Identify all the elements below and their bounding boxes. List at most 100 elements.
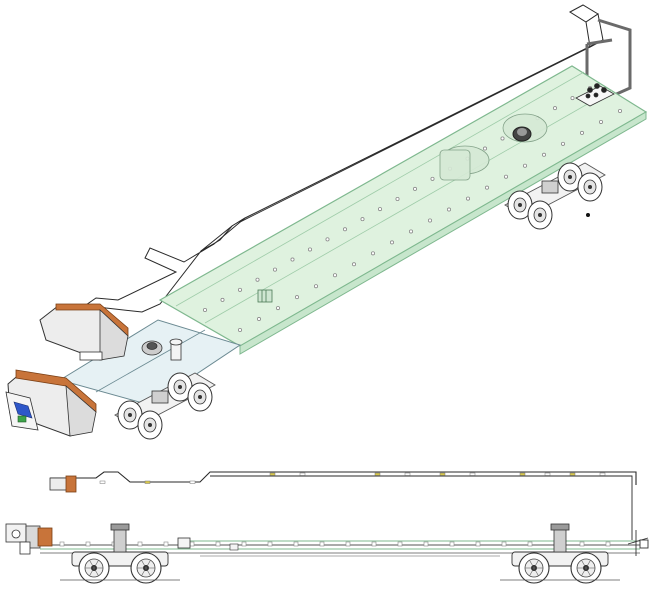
chord-marker xyxy=(299,472,306,476)
underframe-bolt xyxy=(137,541,143,547)
rivet xyxy=(412,186,417,191)
wheel-spoke xyxy=(145,560,151,569)
near-bogie xyxy=(114,372,216,440)
chord-marker xyxy=(189,480,196,484)
lower-buffer-block xyxy=(5,369,97,437)
axle xyxy=(588,185,592,189)
mid-junction-box xyxy=(257,289,273,303)
stray-point xyxy=(586,213,590,217)
wheel-spoke xyxy=(141,567,147,576)
rivet xyxy=(482,146,487,151)
side-bracket xyxy=(229,543,239,551)
underframe-bolt xyxy=(59,541,65,547)
underframe-bolt xyxy=(293,541,299,547)
rivet xyxy=(503,174,508,179)
underframe-bolt xyxy=(189,541,195,547)
underframe-bolt xyxy=(345,541,351,547)
upper-buffer-block xyxy=(39,303,129,361)
wheel-spoke xyxy=(581,567,587,576)
rivet xyxy=(580,130,585,135)
chord-marker xyxy=(544,472,551,476)
axle xyxy=(148,423,152,427)
deck-plate-center-line xyxy=(204,89,613,324)
axle xyxy=(178,385,182,389)
axle xyxy=(518,203,522,207)
underframe-bolt xyxy=(475,541,481,547)
rivet xyxy=(553,106,558,111)
rivet xyxy=(561,141,566,146)
near-pivot-post xyxy=(141,338,183,361)
side-lower-buffer xyxy=(5,523,53,555)
wheel-spoke xyxy=(533,567,539,576)
rivet xyxy=(542,152,547,157)
wheel-spoke xyxy=(93,560,99,569)
rivet xyxy=(446,207,451,212)
chord-marker xyxy=(404,472,411,476)
chord-marker xyxy=(269,472,276,476)
underframe-bolt xyxy=(501,541,507,547)
side-elevation-view xyxy=(5,471,649,584)
rivet xyxy=(342,227,347,232)
wheel-spoke xyxy=(141,560,147,569)
chord-marker xyxy=(519,472,526,476)
rivet xyxy=(272,267,277,272)
rivet xyxy=(237,327,242,332)
wheel-spoke xyxy=(529,567,535,576)
underframe-bolt xyxy=(397,541,403,547)
rivet xyxy=(377,207,382,212)
underframe-bolt xyxy=(371,541,377,547)
axle xyxy=(538,213,542,217)
rivet xyxy=(408,229,413,234)
underframe-details xyxy=(59,537,611,551)
wheel-spoke xyxy=(533,560,539,569)
chord-marker xyxy=(374,472,381,476)
chord-marker xyxy=(439,472,446,476)
underframe-bolt xyxy=(605,541,611,547)
rivet xyxy=(294,295,299,300)
pivot-spring xyxy=(113,527,127,553)
rivet xyxy=(500,136,505,141)
underframe-bolt xyxy=(579,541,585,547)
pivot-cap xyxy=(110,523,130,531)
underframe-bolt xyxy=(241,541,247,547)
underframe-bolt xyxy=(85,541,91,547)
side-bogie-right xyxy=(500,523,620,584)
far-bogie xyxy=(504,162,606,230)
bolster xyxy=(541,180,559,194)
chord-marker xyxy=(99,480,106,484)
underframe-bolt xyxy=(449,541,455,547)
wheel-spoke xyxy=(93,567,99,576)
side-bogie-left xyxy=(60,523,180,584)
rivet xyxy=(307,247,312,252)
pivot-spring xyxy=(553,527,567,553)
rivet xyxy=(220,297,225,302)
wheel-spoke xyxy=(145,567,151,576)
chord-marker xyxy=(599,472,606,476)
far-coupler-box xyxy=(575,83,615,107)
deck-plate-edge xyxy=(239,111,647,355)
chord-marker xyxy=(469,472,476,476)
rivet xyxy=(360,217,365,222)
far-center-pivot xyxy=(512,126,532,142)
wheel-spoke xyxy=(581,560,587,569)
rivet xyxy=(570,96,575,101)
green-panel xyxy=(17,415,27,423)
underframe-bolt xyxy=(267,541,273,547)
axle xyxy=(198,395,202,399)
rivet xyxy=(351,262,356,267)
rivet xyxy=(395,196,400,201)
rivet xyxy=(237,287,242,292)
side-upper-buffer xyxy=(49,475,77,493)
axle xyxy=(128,413,132,417)
wheel-spoke xyxy=(89,567,95,576)
underframe-bolt xyxy=(423,541,429,547)
isometric-view xyxy=(5,4,648,440)
rivet xyxy=(484,185,489,190)
rivet xyxy=(465,196,470,201)
rivet xyxy=(275,306,280,311)
chord-marker xyxy=(569,472,576,476)
pivot-cap xyxy=(550,523,570,531)
chord-marker xyxy=(144,480,151,484)
